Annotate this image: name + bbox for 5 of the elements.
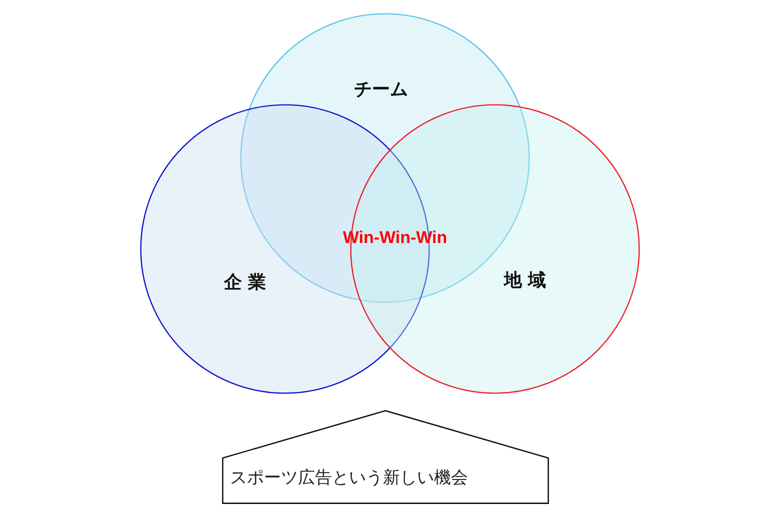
pentagon-box [222,410,549,504]
box-label: スポーツ広告という新しい機会 [230,468,468,488]
circle-label: チーム [354,79,408,101]
circle-label: 地 域 [504,270,546,292]
circle-label: 企 業 [224,272,266,294]
